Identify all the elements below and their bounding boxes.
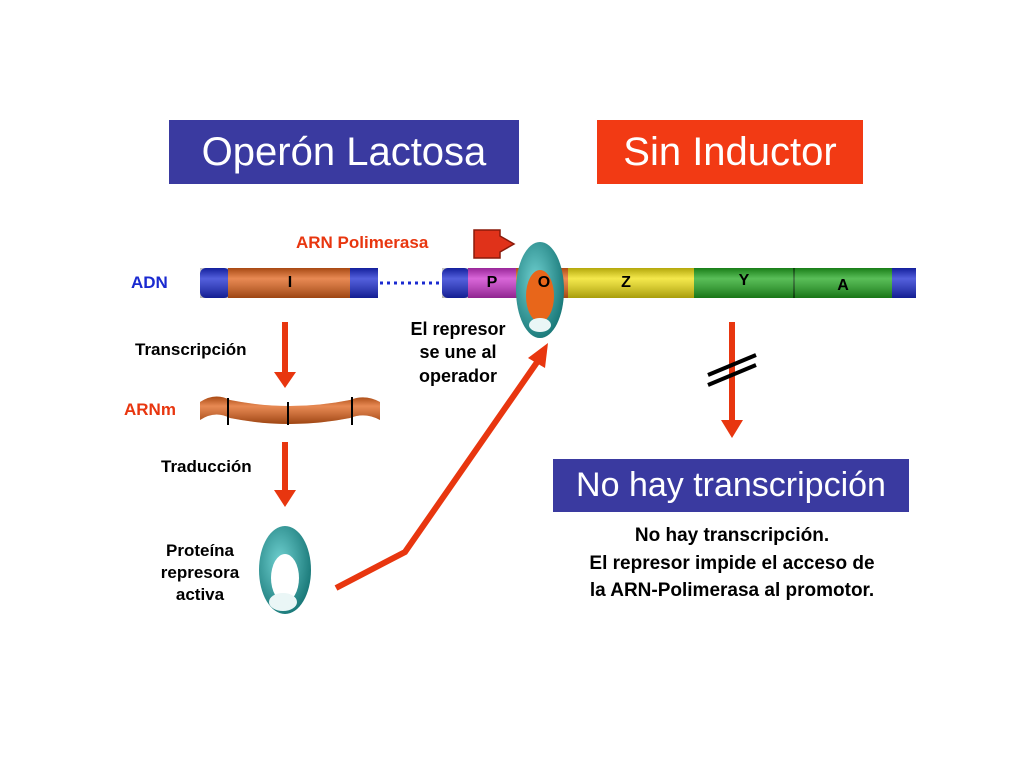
dna-label: ADN xyxy=(131,273,168,292)
repressor-protein-icon xyxy=(259,526,311,614)
transcription-arrow xyxy=(274,322,296,388)
binding-label: El represor se une al operador xyxy=(410,319,506,386)
gene-o-label: O xyxy=(537,274,551,291)
translation-label: Traducción xyxy=(161,457,252,476)
polymerase-icon xyxy=(473,229,516,259)
gene-z-label: Z xyxy=(621,274,631,291)
translation-arrow xyxy=(274,442,296,507)
result-explanation: No hay transcripción. El represor impide… xyxy=(589,525,875,602)
dna-left-segment xyxy=(200,268,378,298)
gene-y-label: Y xyxy=(738,272,750,289)
mrna-label: ARNm xyxy=(124,400,176,419)
binding-arrow xyxy=(334,343,548,591)
blocked-transcription-arrow xyxy=(707,322,757,438)
gene-i-label: I xyxy=(287,274,293,291)
transcription-label: Transcripción xyxy=(135,340,247,359)
title-sin-inductor: Sin Inductor xyxy=(597,120,863,184)
gene-a-label: A xyxy=(837,277,849,294)
title-operon-lactosa: Operón Lactosa xyxy=(169,120,519,184)
polymerase-label: ARN Polimerasa xyxy=(296,233,429,252)
bound-repressor-icon xyxy=(516,242,564,338)
mrna-strand xyxy=(200,396,380,425)
gene-p-label: P xyxy=(486,274,498,291)
no-transcription-banner: No hay transcripción xyxy=(553,459,909,512)
repressor-protein-label: Proteína represora activa xyxy=(160,541,240,605)
